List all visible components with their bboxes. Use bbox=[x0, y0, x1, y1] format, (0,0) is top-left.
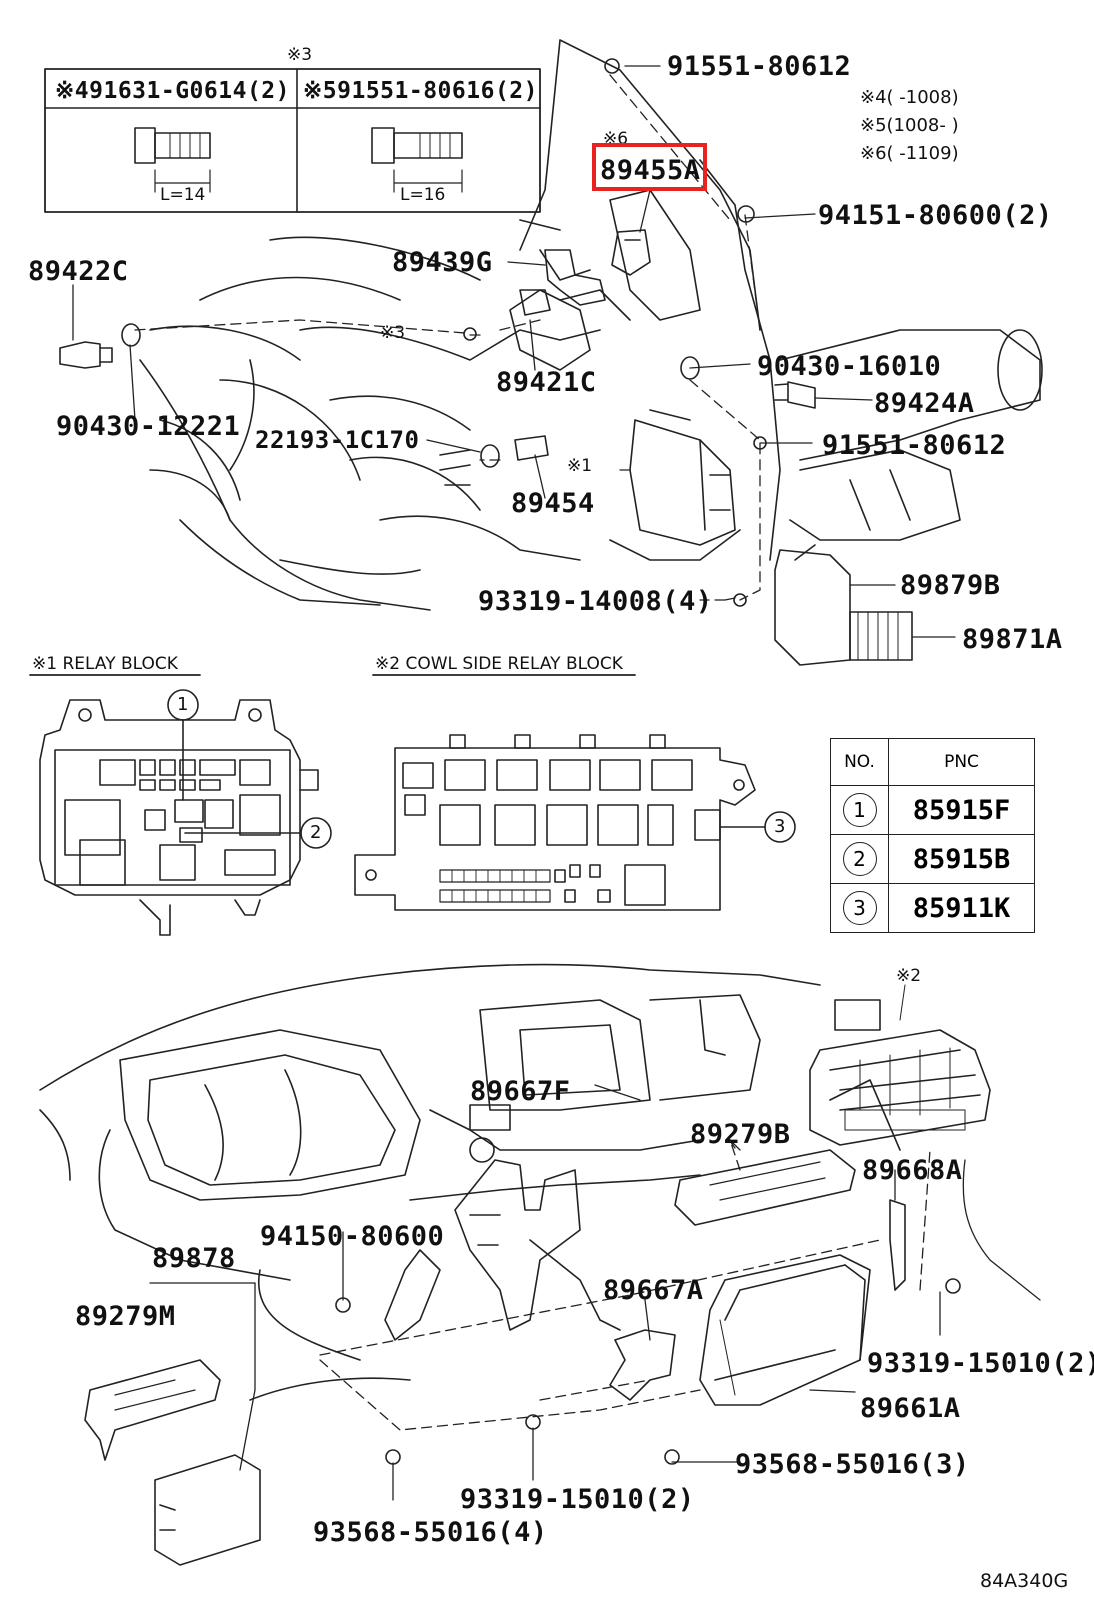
part-89421c[interactable]: 89421C bbox=[496, 367, 597, 398]
part-89667f[interactable]: 89667F bbox=[470, 1076, 571, 1107]
part-91551-80612-mid[interactable]: 91551-80612 bbox=[822, 430, 1007, 461]
ecu-89661a-shape bbox=[699, 1254, 871, 1406]
relay-block-1-title: ※1 RELAY BLOCK bbox=[32, 654, 178, 674]
part-89422c[interactable]: 89422C bbox=[28, 256, 129, 287]
dashboard-brackets bbox=[384, 1159, 906, 1401]
callout-1: 1 bbox=[177, 694, 189, 715]
pnc-row-no: 3 bbox=[842, 891, 877, 925]
relay-1-mark: ※1 bbox=[567, 456, 593, 476]
part-89667a[interactable]: 89667A bbox=[603, 1275, 704, 1306]
bolt-col2-title: ※591551-80616(2) bbox=[303, 78, 538, 104]
part-89668a[interactable]: 89668A bbox=[862, 1155, 963, 1186]
note-6: ※6( -1109) bbox=[860, 143, 959, 164]
bracket-89439g-shape bbox=[544, 249, 606, 306]
bolt-col1-title: ※491631-G0614(2) bbox=[55, 78, 290, 104]
leader-lines-engine bbox=[134, 74, 761, 601]
part-93568-55016-4[interactable]: 93568-55016(4) bbox=[313, 1517, 548, 1548]
part-89455a-highlight bbox=[592, 143, 707, 191]
part-93319-14008[interactable]: 93319-14008(4) bbox=[478, 586, 713, 617]
pnc-row[interactable]: 3 85911K bbox=[830, 883, 1035, 933]
pnc-row[interactable]: 2 85915B bbox=[830, 834, 1035, 884]
sensor-89421c-shape bbox=[519, 289, 551, 316]
relay-block-2-drawing bbox=[354, 674, 796, 911]
pnc-row-value[interactable]: 85911K bbox=[888, 883, 1035, 933]
bolt-table-header-mark: ※3 bbox=[287, 45, 313, 65]
part-89661a[interactable]: 89661A bbox=[860, 1393, 961, 1424]
part-93319-15010-right[interactable]: 93319-15010(2) bbox=[867, 1348, 1094, 1379]
bolt-3-mark: ※3 bbox=[380, 323, 406, 343]
module-89279m-shape bbox=[84, 1359, 261, 1566]
part-89279b[interactable]: 89279B bbox=[690, 1119, 791, 1150]
callout-3: 3 bbox=[774, 816, 786, 837]
relay-block-2-title: ※2 COWL SIDE RELAY BLOCK bbox=[375, 654, 623, 674]
part-94150-80600[interactable]: 94150-80600 bbox=[260, 1221, 445, 1252]
part-93319-15010-bottom[interactable]: 93319-15010(2) bbox=[460, 1484, 695, 1515]
ecu-89879b-shape bbox=[774, 544, 913, 666]
leader-lines-dashboard-solid bbox=[149, 1084, 1041, 1501]
pnc-row[interactable]: 1 85915F bbox=[830, 785, 1035, 835]
leader-lines-dashboard bbox=[319, 1139, 931, 1431]
part-89439g[interactable]: 89439G bbox=[392, 247, 493, 278]
part-22193-1c170[interactable]: 22193-1C170 bbox=[255, 426, 420, 454]
bolt-spec-table bbox=[44, 68, 541, 213]
dashboard-sketch bbox=[39, 963, 901, 1401]
cowl-2-mark: ※2 bbox=[896, 966, 922, 986]
part-94151-80600[interactable]: 94151-80600(2) bbox=[818, 200, 1053, 231]
small-bolts bbox=[463, 58, 767, 607]
pnc-table: NO. PNC 1 85915F 2 85915B 3 85911K bbox=[830, 738, 1035, 933]
cowl-mark-leader bbox=[899, 984, 906, 1021]
part-89424a[interactable]: 89424A bbox=[874, 388, 975, 419]
relay-box-unit bbox=[629, 409, 736, 546]
part-89878[interactable]: 89878 bbox=[152, 1243, 236, 1274]
sensor-89454-shape bbox=[439, 435, 549, 486]
part-89279m[interactable]: 89279M bbox=[75, 1301, 176, 1332]
note-5: ※5(1008- ) bbox=[860, 115, 959, 136]
part-91551-80612-top[interactable]: 91551-80612 bbox=[667, 51, 852, 82]
note-4: ※4( -1008) bbox=[860, 87, 959, 108]
bolt-col2-length: L=16 bbox=[400, 185, 446, 205]
callout-2: 2 bbox=[310, 822, 322, 843]
part-90430-16010[interactable]: 90430-16010 bbox=[757, 351, 942, 382]
bolt-col1-length: L=14 bbox=[160, 185, 206, 205]
pnc-row-value[interactable]: 85915B bbox=[888, 834, 1035, 884]
part-89879b[interactable]: 89879B bbox=[900, 570, 1001, 601]
tray-89279b-shape bbox=[674, 1149, 856, 1226]
sensor-89455a-shape bbox=[611, 229, 651, 276]
part-93568-55016-3[interactable]: 93568-55016(3) bbox=[735, 1449, 970, 1480]
part-89871a[interactable]: 89871A bbox=[962, 624, 1063, 655]
pnc-row-no: 2 bbox=[842, 842, 877, 876]
part-89455a[interactable]: 89455A bbox=[600, 155, 701, 186]
pnc-row-no: 1 bbox=[842, 793, 877, 827]
engine-compartment-sketch bbox=[139, 39, 1043, 611]
part-90430-12221[interactable]: 90430-12221 bbox=[56, 411, 241, 442]
sensor-89422c-shape bbox=[59, 323, 141, 369]
diagram-code: 84A340G bbox=[980, 1570, 1069, 1592]
relay-block-1-drawing bbox=[29, 674, 332, 936]
pnc-header-no: NO. bbox=[830, 738, 889, 786]
cowl-relay-box-shape bbox=[809, 999, 991, 1146]
pnc-header-pnc: PNC bbox=[888, 738, 1035, 786]
pnc-row-value[interactable]: 85915F bbox=[888, 785, 1035, 835]
leader-lines-solid bbox=[72, 65, 956, 638]
part-89454[interactable]: 89454 bbox=[511, 488, 595, 519]
